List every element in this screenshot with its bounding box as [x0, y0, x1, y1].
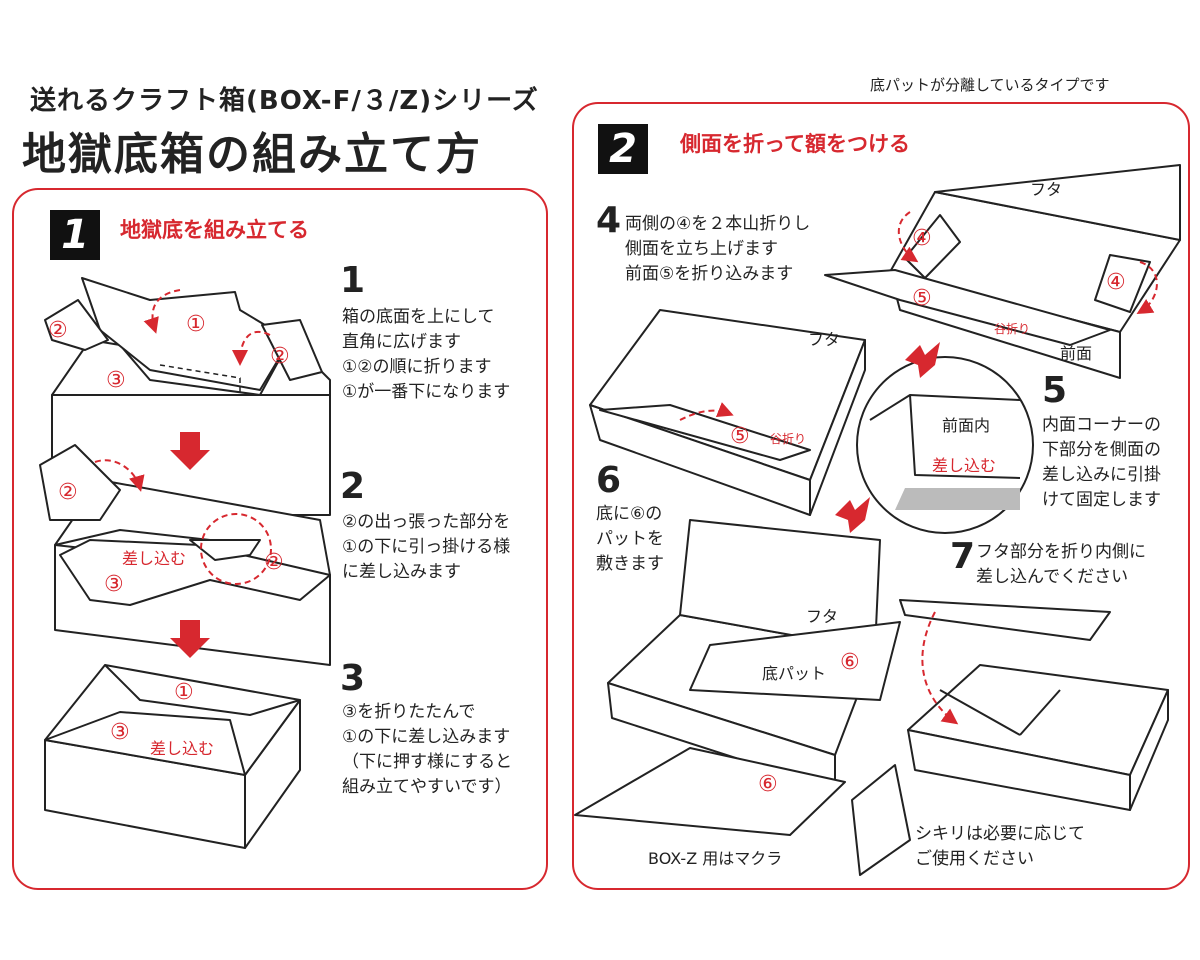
page-title: 地獄底箱の組み立て方 — [22, 129, 482, 180]
section-2-badge: 2 — [598, 124, 648, 174]
label-circle-1b: ① — [174, 680, 194, 705]
step-3-number: 3 — [340, 658, 366, 699]
label-insert-1: 差し込む — [122, 549, 187, 568]
diag-arrow-2 — [835, 497, 870, 533]
step-7-text: フタ部分を折り内側に 差し込んでください — [976, 542, 1146, 587]
label-circle-2c: ② — [58, 480, 78, 505]
label-pad: 底パット — [762, 664, 827, 683]
step7-box-drawing — [899, 599, 1169, 811]
flow-arrows — [170, 342, 940, 658]
label-circle-4a: ④ — [912, 226, 932, 251]
label-circle-2a: ② — [48, 318, 68, 343]
step-5-number: 5 — [1042, 370, 1068, 411]
step-1-number: 1 — [340, 260, 366, 301]
step-5-text: 内面コーナーの 下部分を側面の 差し込みに引掛 けて固定します — [1042, 415, 1161, 510]
step4-box-drawing — [824, 164, 1181, 379]
diag-arrow-1 — [905, 342, 940, 378]
label-circle-6b: ⑥ — [758, 772, 778, 797]
hook-highlight — [200, 513, 272, 585]
step-3-text: ③を折りたたんで ①の下に差し込みます （下に押す様にすると 組み立てやすいです… — [342, 702, 513, 797]
section-1-badge: 1 — [50, 210, 100, 260]
label-circle-3c: ③ — [110, 720, 130, 745]
type-note: 底パットが分離しているタイプです — [870, 76, 1110, 94]
step-2-number: 2 — [340, 466, 366, 507]
label-insert-3: 差し込む — [932, 456, 997, 475]
label-circle-1: ① — [186, 312, 206, 337]
fold-arrow-3 — [94, 459, 145, 492]
step-4-number: 4 — [596, 200, 622, 241]
label-valley-1: 谷折り — [994, 322, 1031, 336]
label-front: 前面 — [1060, 344, 1093, 363]
label-boxz: BOX-Z 用はマクラ — [648, 849, 783, 868]
step-6-number: 6 — [596, 460, 622, 501]
label-circle-2b: ② — [270, 344, 290, 369]
step-7-number: 7 — [950, 536, 976, 577]
label-insert-2: 差し込む — [150, 739, 215, 758]
step3-box-drawing — [44, 664, 301, 849]
step2-box-drawing — [39, 444, 331, 666]
fold-arrow-7 — [921, 611, 959, 725]
section-1-title: 地獄底を組み立てる — [120, 218, 309, 242]
label-circle-5b: ⑤ — [730, 424, 750, 449]
fold-arrow-2 — [232, 330, 271, 366]
label-divider: シキリは必要に応じて ご使用ください — [915, 824, 1085, 869]
label-circle-2d: ② — [264, 550, 284, 575]
section-2-title: 側面を折って額をつける — [680, 132, 910, 156]
label-circle-5a: ⑤ — [912, 286, 932, 311]
down-arrow-2 — [170, 620, 210, 658]
down-arrow-1 — [170, 432, 210, 470]
step-6-text: 底に⑥の パットを 敷きます — [596, 504, 664, 574]
page-subtitle: 送れるクラフト箱(BOX-F/３/Z)シリーズ — [30, 86, 539, 116]
label-front-inner: 前面内 — [942, 416, 991, 435]
label-futa-2: フタ — [808, 330, 841, 349]
label-circle-3a: ③ — [106, 368, 126, 393]
fold-arrow-1 — [143, 289, 181, 334]
step6-box-drawing — [574, 519, 911, 876]
fold-arrow-4 — [897, 211, 919, 263]
step-2-text: ②の出っ張った部分を ①の下に引っ掛ける様 に差し込みます — [342, 512, 511, 582]
step-4-text: 両側の④を２本山折りし 側面を立ち上げます 前面⑤を折り込みます — [625, 214, 811, 284]
fold-arrow-5 — [1136, 261, 1158, 315]
label-circle-6a: ⑥ — [840, 650, 860, 675]
label-futa-3: フタ — [806, 607, 839, 626]
step-1-text: 箱の底面を上にして 直角に広げます ①②の順に折ります ①が一番下になります — [342, 307, 511, 402]
label-circle-4b: ④ — [1106, 270, 1126, 295]
label-futa-1: フタ — [1030, 180, 1063, 199]
step4b-box-drawing — [589, 309, 866, 516]
step5-zoom-circle — [856, 356, 1034, 534]
label-valley-2: 谷折り — [770, 432, 807, 446]
label-circle-3b: ③ — [104, 572, 124, 597]
fold-arrow-6 — [679, 402, 734, 421]
